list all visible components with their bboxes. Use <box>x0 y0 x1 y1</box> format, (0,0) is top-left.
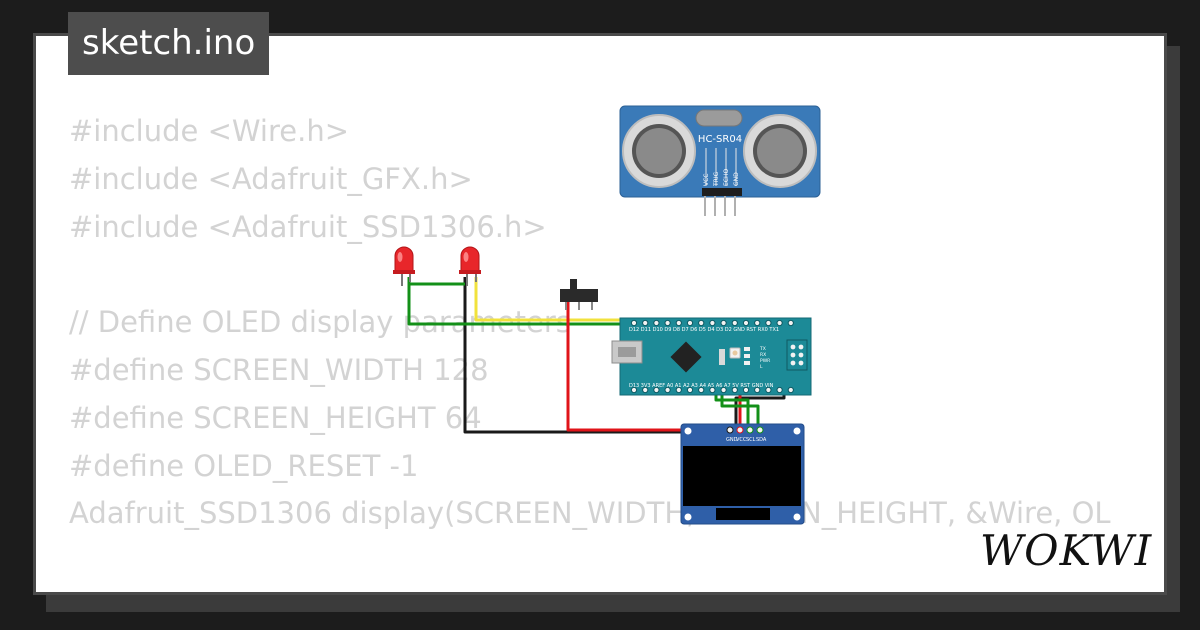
slide-switch[interactable] <box>560 279 598 310</box>
code-line: // Define LED parameters <box>69 586 1111 593</box>
wokwi-logo: WOKWI <box>980 526 1153 575</box>
sensor-pin-label: GND <box>733 172 740 186</box>
nano-led-label: L <box>760 364 763 370</box>
nano-header-pin[interactable] <box>731 319 738 327</box>
code-line: #define SCREEN_HEIGHT 64 <box>69 400 482 435</box>
sensor-pin-label: ECHO <box>723 169 730 186</box>
nano-header-pin[interactable] <box>787 319 794 327</box>
sensor-pin-label: TRIG <box>713 171 720 187</box>
sensor-pin-label: VCC <box>703 174 710 186</box>
nano-header-pin[interactable] <box>686 386 694 394</box>
oled-pin-label: GND <box>726 437 738 443</box>
nano-header-pin[interactable] <box>709 319 716 327</box>
nano-header-pin[interactable] <box>675 386 682 394</box>
ultrasonic-sensor[interactable]: HC-SR04 VCC TRIG ECHO GND <box>619 105 821 216</box>
nano-header-pin[interactable] <box>754 319 761 327</box>
nano-header-pin[interactable] <box>664 319 671 327</box>
code-line: #define SCREEN_WIDTH 128 <box>69 352 489 387</box>
code-listing: #include <Wire.h> #include <Adafruit_GFX… <box>69 108 1111 593</box>
arduino-nano[interactable]: D12 D11 D10 D9 D8 D7 D6 D5 D4 D3 D2 GND … <box>611 317 812 396</box>
nano-header-pin[interactable] <box>776 319 783 327</box>
nano-header-pin[interactable] <box>664 386 671 394</box>
nano-header-pin[interactable] <box>698 386 705 394</box>
nano-pin-row-top <box>630 319 794 327</box>
nano-header-pin[interactable] <box>742 319 750 327</box>
sensor-model-label: HC-SR04 <box>698 134 742 145</box>
wire-green-d-pin <box>407 284 700 326</box>
nano-bottom-pin-labels: D13 3V3 AREF A0 A1 A2 A3 A4 A5 A6 A7 5V … <box>629 383 774 389</box>
nano-header-pin[interactable] <box>630 319 638 327</box>
sketch-filename-tab: sketch.ino <box>68 12 270 75</box>
nano-header-pin[interactable] <box>653 386 660 394</box>
nano-header-pin[interactable] <box>742 386 750 394</box>
code-line: #include <Adafruit_GFX.h> <box>69 161 473 196</box>
wire-green-leds <box>407 277 465 286</box>
oled-screen <box>683 446 801 506</box>
microcontroller-chip <box>670 341 702 373</box>
code-panel: #include <Wire.h> #include <Adafruit_GFX… <box>33 33 1167 595</box>
led-right[interactable] <box>459 246 481 286</box>
nano-header-pin[interactable] <box>731 386 738 394</box>
code-line: #define OLED_RESET -1 <box>69 448 419 483</box>
code-line: #include <Wire.h> <box>69 114 350 148</box>
nano-header-pin[interactable] <box>776 386 783 394</box>
nano-header-pin[interactable] <box>765 319 772 327</box>
oled-pin-label: SDA <box>756 437 767 443</box>
nano-header-pin[interactable] <box>642 386 649 394</box>
nano-header-pin[interactable] <box>754 386 761 394</box>
nano-pin-row-bottom <box>630 386 794 394</box>
wire-red-switch <box>566 300 730 432</box>
wire-green-sda <box>720 390 760 430</box>
nano-top-pin-labels: D12 D11 D10 D9 D8 D7 D6 D5 D4 D3 D2 GND … <box>629 327 779 333</box>
nano-header-pin[interactable] <box>765 386 772 394</box>
nano-led-label: PWR <box>760 358 770 364</box>
nano-led-label: RX <box>760 352 766 358</box>
nano-header-pin[interactable] <box>653 319 660 327</box>
led-left[interactable] <box>393 246 415 286</box>
oled-pin-label: SCL <box>746 437 756 443</box>
nano-header-pin[interactable] <box>709 386 716 394</box>
nano-header-pin[interactable] <box>630 386 638 394</box>
code-line: // Define OLED display parameters <box>69 305 571 340</box>
nano-header-pin[interactable] <box>686 319 694 327</box>
nano-header-pin[interactable] <box>698 319 705 327</box>
code-line: #include <Adafruit_SSD1306.h> <box>69 209 547 244</box>
nano-header-pin[interactable] <box>720 319 727 327</box>
nano-header-pin[interactable] <box>675 319 682 327</box>
oled-display[interactable]: GND VCC SCL SDA <box>680 423 805 525</box>
nano-header-pin[interactable] <box>642 319 649 327</box>
nano-header-pin[interactable] <box>720 386 727 394</box>
oled-pin-label: VCC <box>736 437 747 443</box>
wire-black-gnd <box>463 277 736 434</box>
nano-header-pin[interactable] <box>787 386 794 394</box>
nano-led-label: TX <box>759 346 766 352</box>
